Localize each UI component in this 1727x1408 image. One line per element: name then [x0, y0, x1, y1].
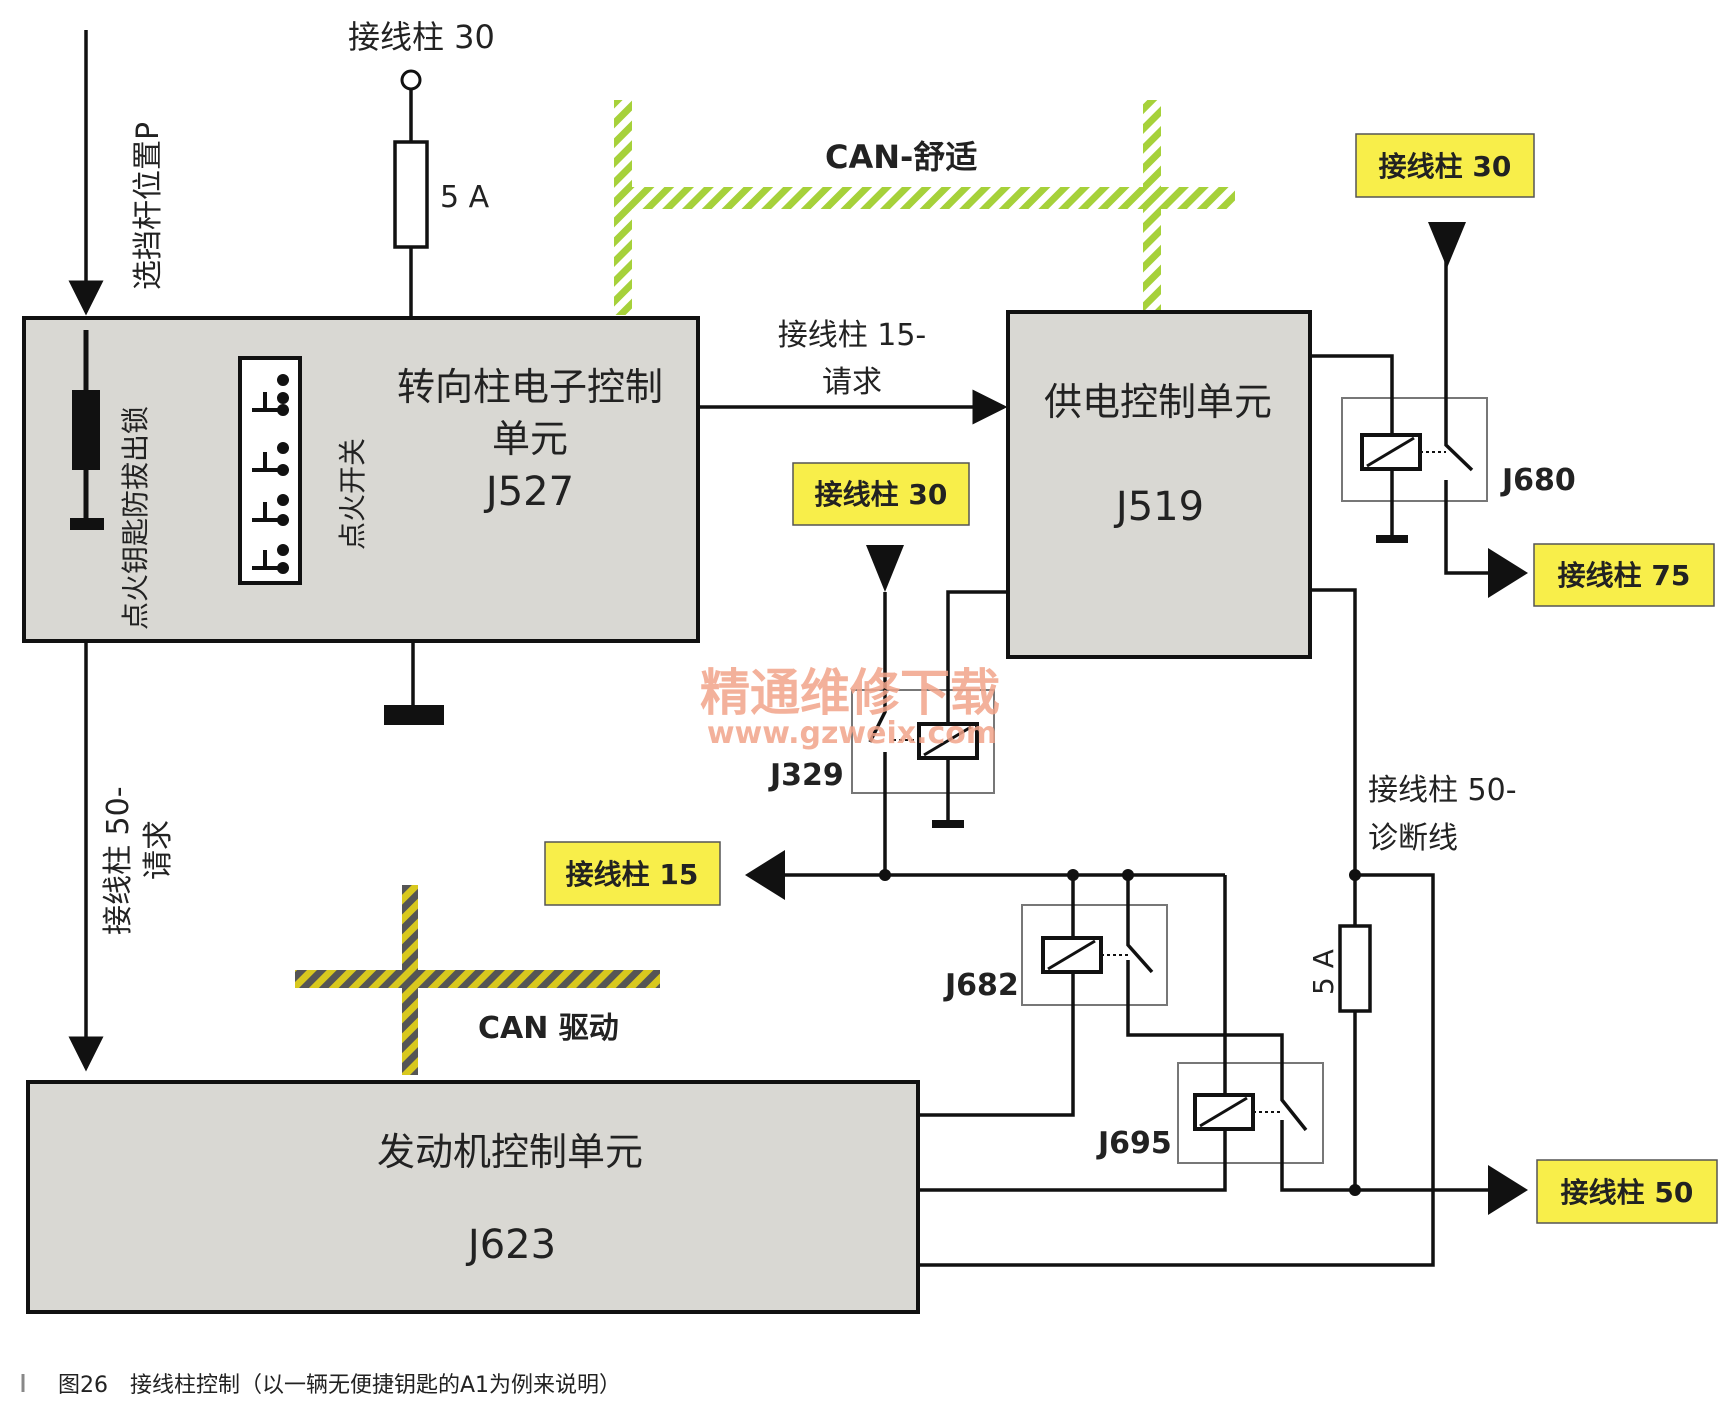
j527-ground — [384, 705, 444, 725]
svg-text:接线柱 30: 接线柱 30 — [1379, 150, 1512, 183]
fuse-top-label: 5 A — [440, 180, 490, 215]
watermark-url: www.gzweix.com — [707, 716, 997, 751]
j682-relay — [1021, 904, 1168, 1006]
tag-t15 — [544, 841, 721, 906]
j680-relay — [1341, 397, 1488, 502]
gear-p-label: 选挡杆位置P — [131, 122, 166, 290]
j682-label: J682 — [943, 968, 1019, 1003]
t50-request-label-2: 请求 — [141, 820, 176, 880]
j695-relay — [1177, 1062, 1324, 1164]
key-lock-symbol — [72, 390, 100, 470]
can-drive-label: CAN 驱动 — [478, 1011, 619, 1046]
key-lock-label: 点火钥匙防拔出锁 — [119, 406, 152, 630]
t50-diag-label-1: 接线柱 50- — [1368, 773, 1517, 808]
j527-id: J527 — [483, 469, 574, 515]
j623-id: J623 — [465, 1222, 556, 1268]
t15-request-label-2: 请求 — [822, 365, 882, 400]
tag-t75 — [1533, 543, 1715, 607]
svg-text:接线柱 15: 接线柱 15 — [566, 858, 699, 891]
t15-request-label-1: 接线柱 15- — [778, 318, 927, 353]
ignition-switch-symbol — [238, 356, 302, 585]
caption-text: 接线柱控制（以一辆无便捷钥匙的A1为例来说明） — [130, 1373, 621, 1398]
j519-id: J519 — [1113, 484, 1204, 530]
t50-request-label-1: 接线柱 50- — [101, 786, 136, 935]
fuse-top — [393, 140, 429, 249]
j527-title-1: 转向柱电子控制 — [397, 365, 663, 409]
tag-t30-b — [792, 462, 970, 526]
t50-diag-label-2: 诊断线 — [1368, 821, 1458, 856]
j527-box — [22, 316, 700, 643]
watermark-cn: 精通维修下载 — [700, 664, 1000, 722]
j623-title: 发动机控制单元 — [377, 1130, 643, 1174]
fuse-right — [1338, 924, 1372, 1013]
tag-t30-a — [1355, 133, 1535, 198]
fuse-right-label: 5 A — [1307, 949, 1340, 995]
j329-relay — [851, 689, 995, 794]
can-comfort-bus — [614, 100, 1235, 315]
j527-title-2: 单元 — [492, 417, 568, 461]
j623-box — [26, 1080, 920, 1314]
j329-label: J329 — [768, 758, 844, 793]
svg-text:接线柱 75: 接线柱 75 — [1558, 559, 1691, 592]
caption-fig: 图26 — [58, 1373, 108, 1398]
tag-t50 — [1536, 1159, 1718, 1224]
j680-label: J680 — [1500, 463, 1576, 498]
svg-text:接线柱 50: 接线柱 50 — [1561, 1176, 1694, 1209]
j519-title: 供电控制单元 — [1044, 380, 1272, 424]
can-drive-bus — [295, 885, 660, 1075]
svg-text:接线柱 30: 接线柱 30 — [815, 478, 948, 511]
j695-label: J695 — [1096, 1126, 1172, 1161]
can-comfort-label: CAN-舒适 — [825, 138, 977, 176]
terminal30-top-connector — [400, 69, 422, 91]
ign-switch-label: 点火开关 — [336, 438, 369, 550]
terminal30-top-label: 接线柱 30 — [348, 18, 495, 56]
j519-box — [1006, 310, 1312, 659]
